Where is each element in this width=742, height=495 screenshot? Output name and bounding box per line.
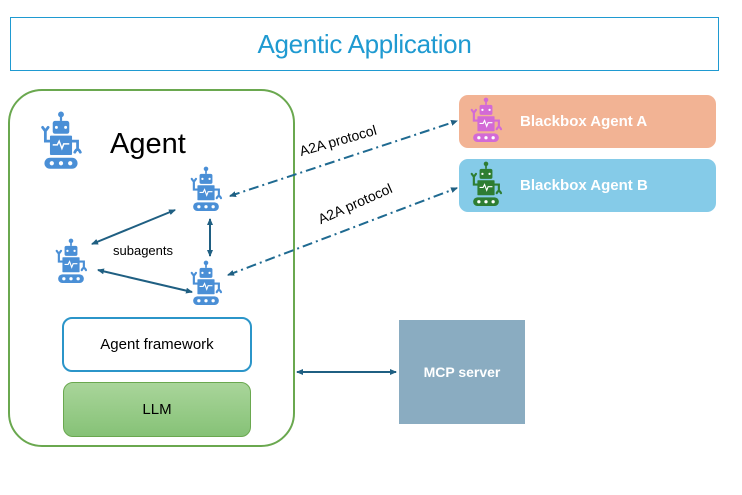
mcp-server-label: MCP server (423, 364, 501, 380)
blackbox-agent-b-label: Blackbox Agent B (520, 177, 648, 194)
a2a-arrow-a (229, 120, 458, 197)
subagents-label: subagents (113, 243, 173, 258)
title-box: Agentic Application (10, 17, 719, 71)
diagram-title: Agentic Application (257, 28, 472, 59)
mcp-server-box: MCP server (399, 320, 525, 424)
llm-label: LLM (142, 401, 172, 418)
subagent-link-arrow (97, 268, 193, 294)
llm-box: LLM (63, 382, 251, 437)
blackbox-agent-b: Blackbox Agent B (459, 159, 716, 212)
blackbox-agent-a: Blackbox Agent A (459, 95, 716, 148)
a2a-arrow-b (227, 187, 458, 276)
blackbox-agent-a-label: Blackbox Agent A (520, 113, 648, 130)
subagent-link-arrow (91, 209, 176, 245)
agent-label: Agent (110, 128, 186, 160)
agent-framework-box: Agent framework (62, 317, 252, 372)
agent-framework-label: Agent framework (100, 336, 214, 353)
